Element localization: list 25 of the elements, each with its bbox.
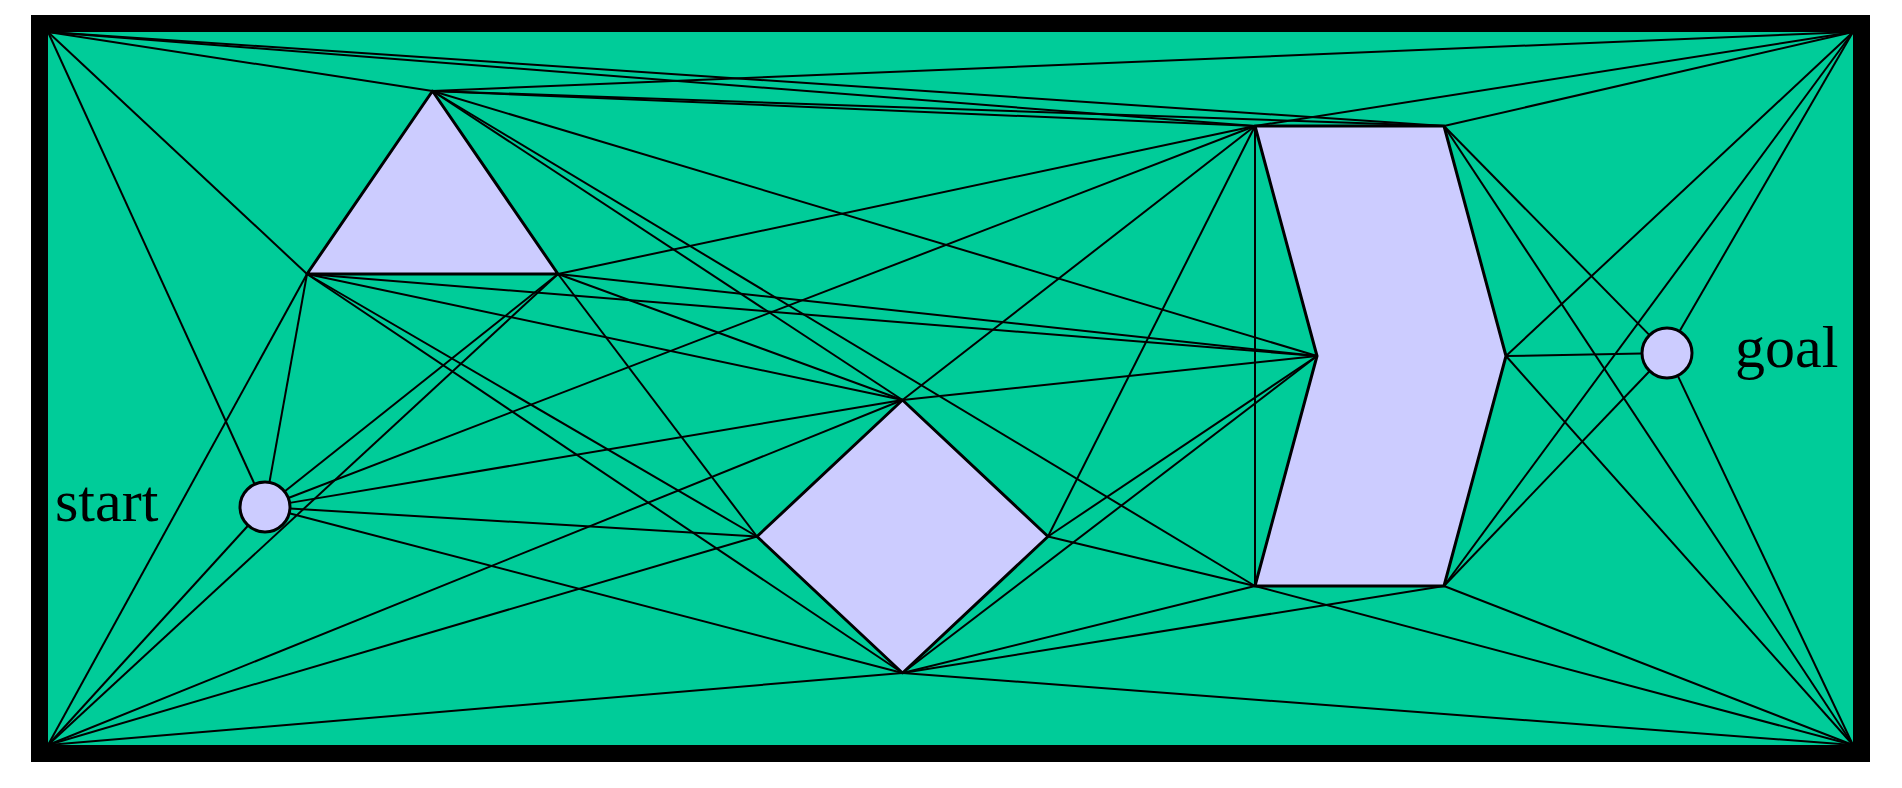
- connector-line: [1505, 31, 1854, 357]
- connector-line: [1505, 352, 1643, 357]
- workspace-panel: [31, 15, 1870, 762]
- triangle-shape: [305, 89, 560, 276]
- connector-line: [901, 125, 1256, 401]
- connector-line: [1443, 370, 1651, 587]
- chevron-shape: [1253, 124, 1508, 588]
- connector-line: [1443, 585, 1854, 746]
- connector-line: [1443, 125, 1651, 337]
- connector-line: [1678, 31, 1854, 333]
- connector-line: [557, 273, 904, 401]
- connector-line: [557, 273, 758, 538]
- connector-line: [1047, 535, 1256, 587]
- connector-line: [47, 273, 308, 746]
- diamond-shape: [755, 398, 1050, 675]
- connector-line: [1676, 374, 1854, 746]
- connector-line: [283, 273, 559, 493]
- connector-line: [268, 273, 308, 484]
- connector-line: [47, 31, 256, 486]
- connector-line: [1505, 355, 1854, 746]
- connector-line: [288, 507, 758, 538]
- connector-line: [47, 524, 250, 746]
- connector-line: [1047, 125, 1256, 538]
- node-label: start: [55, 471, 159, 531]
- connector-line: [47, 31, 308, 275]
